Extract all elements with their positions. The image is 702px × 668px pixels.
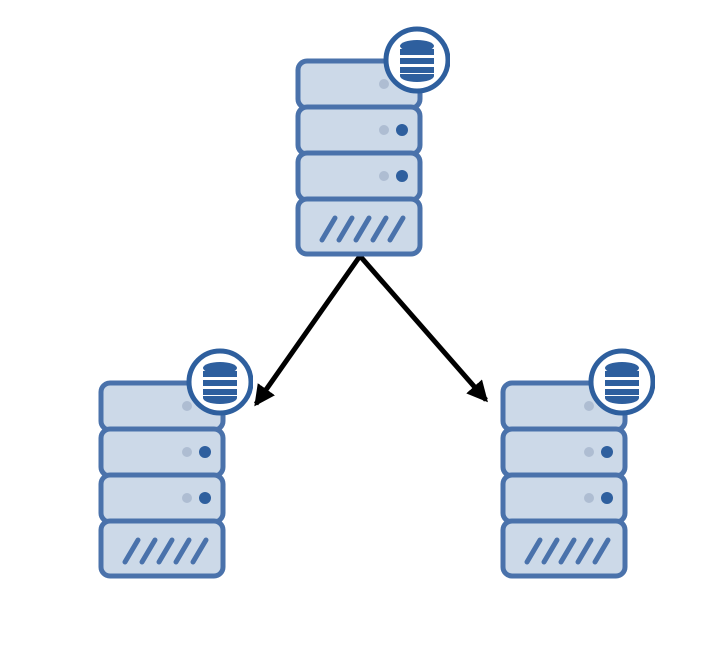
database-server-icon [98, 348, 253, 579]
vent-slashes [122, 537, 209, 565]
database-server-icon [500, 348, 655, 579]
vent-slashes [524, 537, 611, 565]
server-chassis [500, 380, 628, 579]
database-cylinder-icon [383, 26, 450, 94]
connector-active-to-standby-left [253, 254, 363, 407]
server-chassis [295, 58, 423, 257]
node-standby-right[interactable]: Standby [495, 344, 655, 584]
node-active[interactable]: Active [290, 22, 450, 262]
server-chassis [98, 380, 226, 579]
database-server-icon [295, 26, 450, 257]
node-standby-left[interactable]: Standby [93, 344, 253, 584]
connector-active-to-standby-right [358, 254, 488, 403]
database-cylinder-icon [186, 348, 253, 416]
vent-slashes [319, 215, 406, 243]
database-cylinder-icon [588, 348, 655, 416]
